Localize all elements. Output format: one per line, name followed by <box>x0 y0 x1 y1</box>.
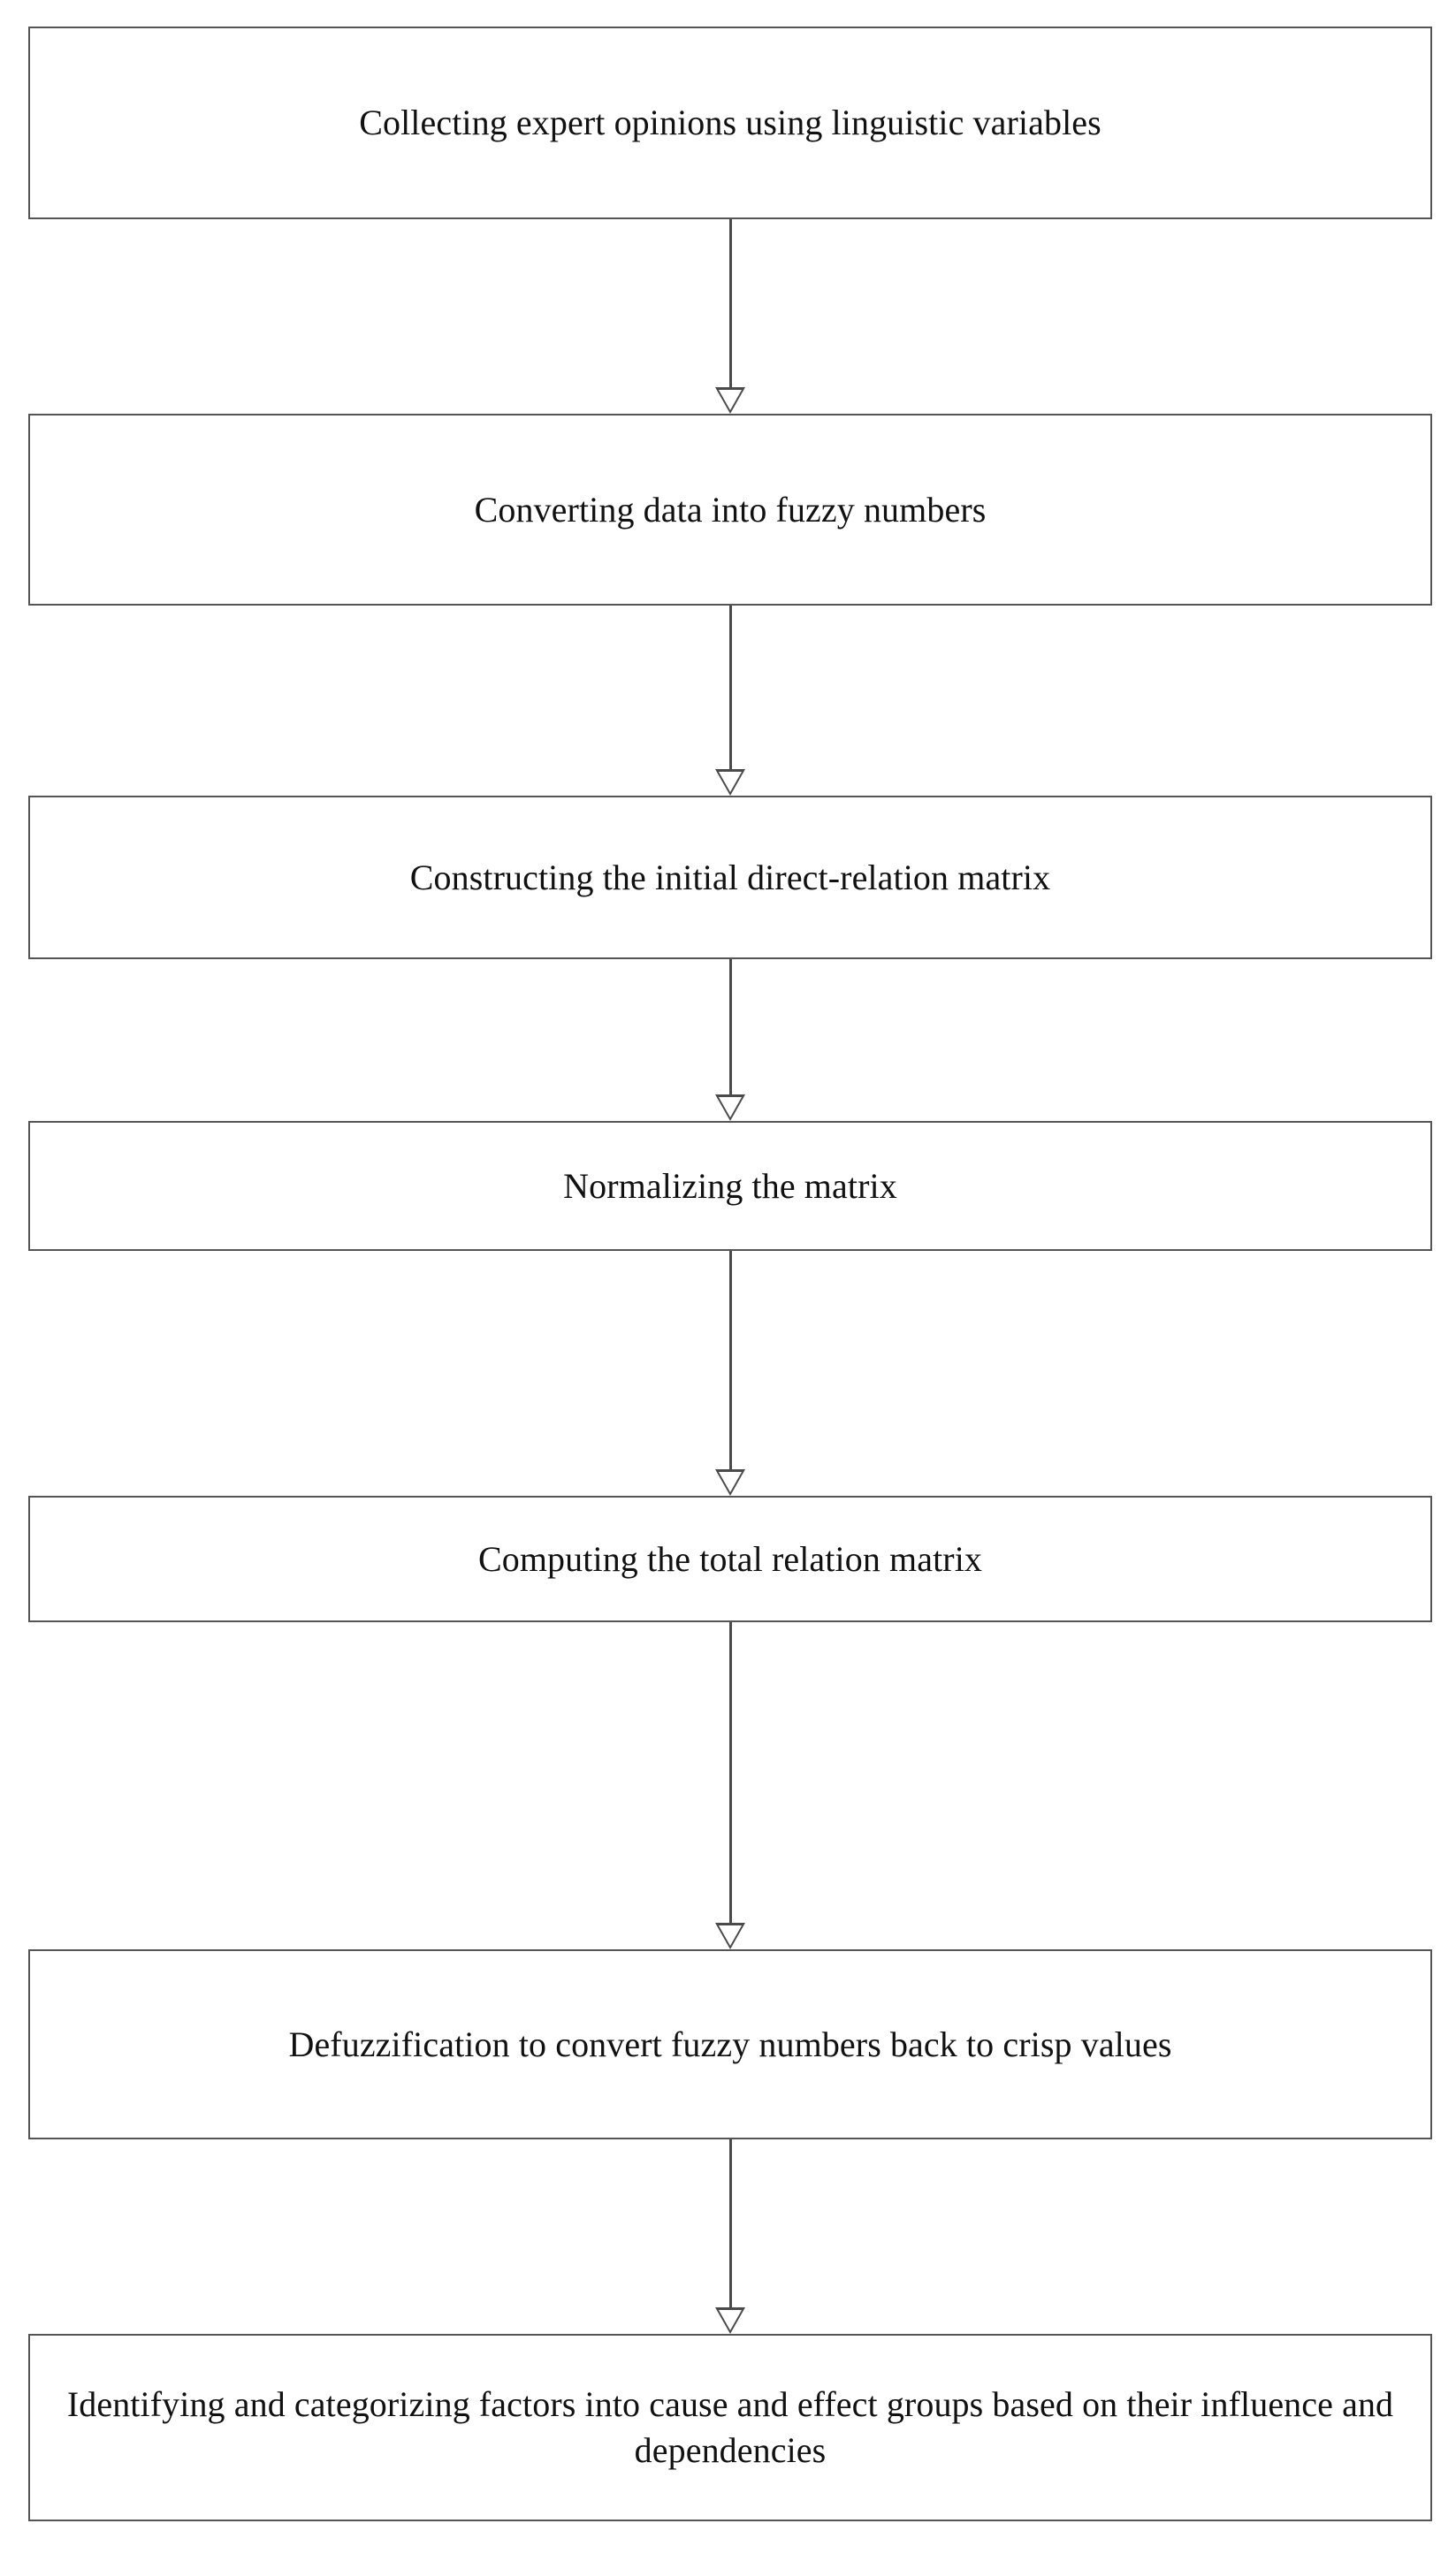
connector-line <box>728 606 732 769</box>
flow-node-label: Constructing the initial direct-relation… <box>409 857 1051 897</box>
arrowhead-down-icon <box>715 387 745 414</box>
arrowhead-down-icon <box>715 1094 745 1121</box>
connector-step-5-to-step-6 <box>705 1622 755 1949</box>
connector-step-2-to-step-3 <box>705 606 755 796</box>
connector-line <box>728 219 732 387</box>
connector-line <box>728 959 732 1094</box>
arrowhead-down-icon <box>715 2307 745 2334</box>
flow-node-step-5[interactable]: Computing the total relation matrix <box>28 1496 1432 1622</box>
connector-step-3-to-step-4 <box>705 959 755 1121</box>
arrowhead-down-icon <box>715 1923 745 1949</box>
connector-step-6-to-step-7 <box>705 2139 755 2334</box>
flow-node-step-7[interactable]: Identifying and categorizing factors int… <box>28 2334 1432 2521</box>
flow-node-label: Collecting expert opinions using linguis… <box>359 103 1102 142</box>
flow-node-step-6[interactable]: Defuzzification to convert fuzzy numbers… <box>28 1949 1432 2139</box>
flow-node-step-3[interactable]: Constructing the initial direct-relation… <box>28 796 1432 959</box>
flow-node-label: Normalizing the matrix <box>563 1165 897 1206</box>
connector-line <box>728 1622 732 1923</box>
connector-step-1-to-step-2 <box>705 219 755 414</box>
flow-node-step-2[interactable]: Converting data into fuzzy numbers <box>28 414 1432 606</box>
flow-node-step-1[interactable]: Collecting expert opinions using linguis… <box>28 27 1432 219</box>
flow-node-label: Computing the total relation matrix <box>477 1538 983 1579</box>
flow-node-label: Defuzzification to convert fuzzy numbers… <box>288 2024 1172 2064</box>
flow-node-label: Converting data into fuzzy numbers <box>474 489 987 530</box>
connector-line <box>728 1251 732 1469</box>
arrowhead-down-icon <box>715 769 745 796</box>
flow-node-label: Identifying and categorizing factors int… <box>66 2384 1394 2470</box>
flow-node-step-4[interactable]: Normalizing the matrix <box>28 1121 1432 1251</box>
connector-step-4-to-step-5 <box>705 1251 755 1496</box>
connector-line <box>728 2139 732 2307</box>
arrowhead-down-icon <box>715 1469 745 1496</box>
